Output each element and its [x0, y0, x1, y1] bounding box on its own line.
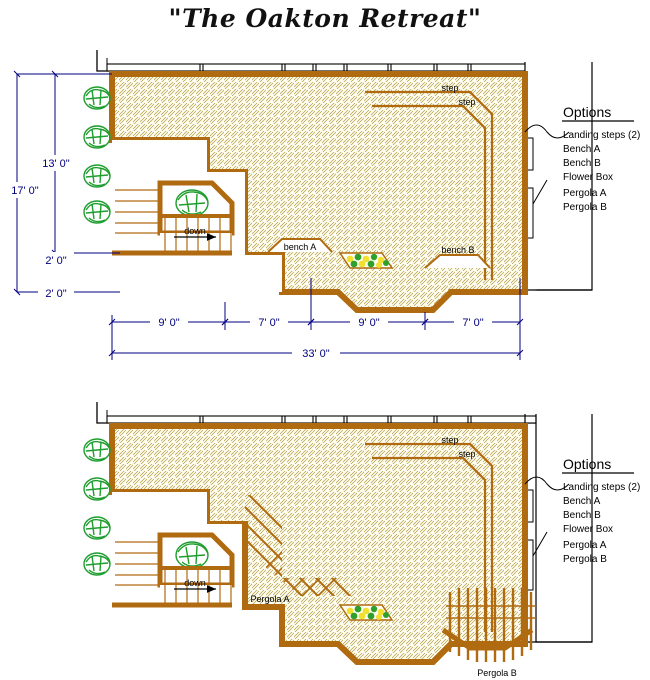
dim-overall-width: 33' 0" — [302, 348, 330, 360]
label-down-upper: down — [184, 226, 206, 236]
lower-deck-plan: down step step — [83, 402, 640, 678]
options-panel-lower: Options Landing steps (2) Bench A Bench … — [562, 456, 640, 565]
label-bench-a: bench A — [284, 242, 317, 252]
dim-width-2: 7' 0" — [258, 317, 279, 329]
flower-box-lower — [338, 604, 394, 621]
option-item-bench-b-lower[interactable]: Bench B — [563, 510, 601, 521]
dim-overall-height: 17' 0" — [11, 185, 39, 197]
dimension-text-upper: 17' 0" 13' 0" 2' 0" 2' 0" 9' 0" 7' 0" 9'… — [3, 155, 492, 360]
option-item-landing-steps[interactable]: Landing steps (2) — [563, 130, 640, 141]
label-down-lower: down — [184, 578, 206, 588]
label-step-2-lower: step — [458, 449, 475, 459]
option-item-flower-box-lower[interactable]: Flower Box — [563, 524, 613, 535]
options-panel-upper: Options Landing steps (2) Bench A Bench … — [562, 104, 640, 213]
landing-steps-upper — [115, 189, 160, 234]
label-pergola-b: Pergola B — [477, 668, 517, 678]
dim-width-1: 9' 0" — [158, 317, 179, 329]
page-title: "The Oakton Retreat" — [168, 4, 482, 33]
dim-offset-2: 2' 0" — [45, 288, 66, 300]
landing-steps-lower — [115, 541, 160, 586]
pergola-b-lower: Pergola B — [357, 588, 536, 678]
step-lines-lower — [365, 442, 494, 632]
option-item-pergola-a-lower[interactable]: Pergola A — [563, 540, 607, 551]
house-wall-upper — [96, 50, 537, 72]
options-heading-upper: Options — [563, 104, 611, 120]
option-item-bench-b[interactable]: Bench B — [563, 158, 601, 169]
stair-down-upper: down — [112, 214, 232, 265]
label-pergola-a: Pergola A — [250, 594, 289, 604]
option-item-bench-a-lower[interactable]: Bench A — [563, 496, 601, 507]
label-step-2-upper: step — [458, 97, 475, 107]
option-item-pergola-b[interactable]: Pergola B — [563, 202, 607, 213]
bench-b-upper: bench B — [424, 245, 491, 269]
dim-height-main: 13' 0" — [42, 158, 70, 170]
option-item-pergola-a[interactable]: Pergola A — [563, 188, 607, 199]
option-leaders-upper — [524, 124, 570, 205]
tree-row-lower — [83, 438, 111, 576]
dim-width-3: 9' 0" — [358, 317, 379, 329]
dim-offset-1: 2' 0" — [45, 255, 66, 267]
label-step-1-upper: step — [441, 83, 458, 93]
option-item-landing-steps-lower[interactable]: Landing steps (2) — [563, 482, 640, 493]
house-wall-lower — [96, 402, 537, 424]
option-item-pergola-b-lower[interactable]: Pergola B — [563, 554, 607, 565]
label-step-1-lower: step — [441, 435, 458, 445]
label-bench-b: bench B — [441, 245, 474, 255]
option-item-flower-box[interactable]: Flower Box — [563, 172, 613, 183]
step-lines-upper — [365, 90, 494, 280]
option-item-bench-a[interactable]: Bench A — [563, 144, 601, 155]
upper-deck-plan: down step step bench A — [3, 50, 640, 360]
dim-width-4: 7' 0" — [462, 317, 483, 329]
flower-box-upper — [338, 252, 394, 269]
option-leaders-lower — [524, 476, 570, 557]
stair-down-lower: down — [112, 566, 232, 617]
bench-a-upper: bench A — [267, 238, 333, 253]
tree-row-upper — [83, 86, 111, 224]
options-heading-lower: Options — [563, 456, 611, 472]
